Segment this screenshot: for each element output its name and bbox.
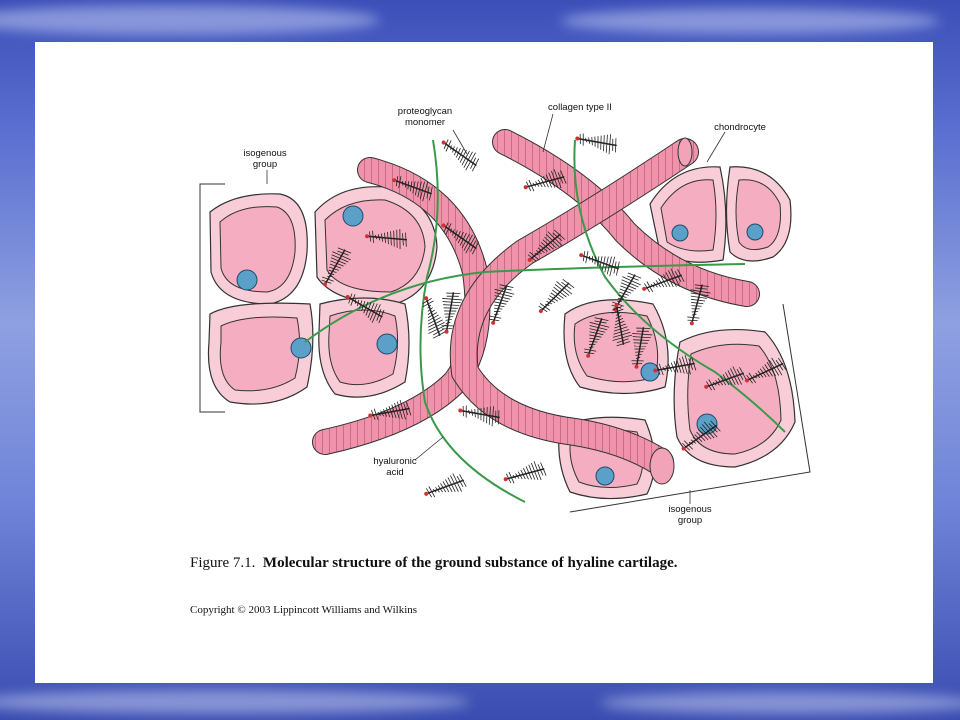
proteoglycan-bristle — [422, 296, 447, 339]
proteoglycan-bristle — [345, 293, 385, 324]
proteoglycan-bristle — [642, 268, 685, 293]
background-streak — [0, 5, 380, 35]
background-streak — [560, 8, 940, 34]
proteoglycan-bristle — [441, 139, 480, 172]
label-line: monomer — [404, 117, 446, 128]
proteoglycan-bristle — [489, 284, 515, 325]
hyaluronic-acid-strand — [419, 139, 526, 503]
label-line: isogenous — [243, 148, 287, 159]
label-line: acid — [386, 467, 404, 478]
label-proteoglycan-monomer: proteoglycan monomer — [385, 106, 465, 128]
isogenous-bracket-left — [199, 183, 225, 413]
label-hyaluronic-acid: hyaluronic acid — [360, 456, 430, 478]
proteoglycan-bristle — [631, 327, 653, 369]
caption-title: Molecular structure of the ground substa… — [262, 555, 678, 571]
proteoglycan-group — [321, 133, 787, 498]
chondrocyte-cell — [209, 193, 308, 305]
chondrocyte-cell — [649, 166, 727, 263]
label-line: proteoglycan — [397, 106, 453, 117]
chondrocyte-cell — [563, 299, 669, 395]
collagen-fiber — [450, 139, 698, 475]
proteoglycan-bristle — [368, 399, 412, 421]
proteoglycan-bristle — [681, 420, 721, 451]
proteoglycan-bristle — [441, 292, 463, 334]
proteoglycan-bristle — [744, 357, 787, 384]
proteoglycan-bristle — [424, 473, 467, 498]
proteoglycan-bristle — [392, 176, 433, 202]
isogenous-bracket-right — [569, 303, 811, 513]
leader-line — [706, 131, 726, 163]
collagen-fiber-end — [677, 137, 693, 167]
label-collagen: collagen type II — [548, 102, 612, 113]
proteoglycan-bristle — [503, 461, 547, 484]
background-streak — [0, 690, 470, 714]
proteoglycan-bristle — [523, 169, 567, 192]
hyaluronic-acid-strand — [573, 139, 786, 433]
proteoglycan-bristle — [458, 405, 500, 427]
copyright-text: Copyright © 2003 Lippincott Williams and… — [190, 604, 418, 616]
chondrocyte-cell — [725, 166, 792, 262]
proteoglycan-bristle — [687, 284, 711, 326]
proteoglycan-bristle — [584, 317, 610, 358]
hyaluronic-acid-strand — [304, 263, 746, 343]
proteoglycan-bristle — [441, 222, 480, 255]
slide-panel: proteoglycan monomer collagen type II ch… — [35, 42, 933, 683]
label-isogenous-group-right: isogenous group — [655, 504, 725, 526]
background-streak — [600, 692, 960, 714]
cartilage-diagram — [199, 113, 811, 513]
figure-caption: Figure 7.1. Molecular structure of the g… — [190, 555, 677, 572]
proteoglycan-bristle — [527, 229, 566, 262]
chondrocyte-cell — [318, 297, 410, 398]
proteoglycan-bristle — [575, 133, 617, 155]
collagen-fiber — [493, 130, 759, 306]
chondrocyte-cell — [673, 328, 796, 468]
caption-number: Figure 7.1. — [190, 555, 256, 571]
label-line: group — [677, 515, 703, 526]
label-line: hyaluronic — [373, 456, 417, 467]
chondrocyte-cell — [207, 302, 314, 405]
collagen-fiber-end — [649, 447, 675, 485]
proteoglycan-bristle — [704, 366, 747, 391]
leader-line — [542, 113, 554, 153]
proteoglycan-bristle — [653, 354, 697, 376]
label-line: group — [252, 159, 278, 170]
proteoglycan-bristle — [321, 247, 352, 287]
leader-line — [452, 129, 468, 155]
leader-line — [414, 436, 444, 461]
label-line: isogenous — [668, 504, 712, 515]
proteoglycan-bristle — [538, 279, 575, 314]
label-isogenous-group-left: isogenous group — [230, 148, 300, 170]
proteoglycan-bristle — [365, 229, 407, 250]
proteoglycan-bristle — [579, 251, 620, 277]
chondrocyte-cell — [314, 186, 438, 305]
proteoglycan-bristle — [611, 303, 633, 347]
label-chondrocyte: chondrocyte — [714, 122, 766, 133]
